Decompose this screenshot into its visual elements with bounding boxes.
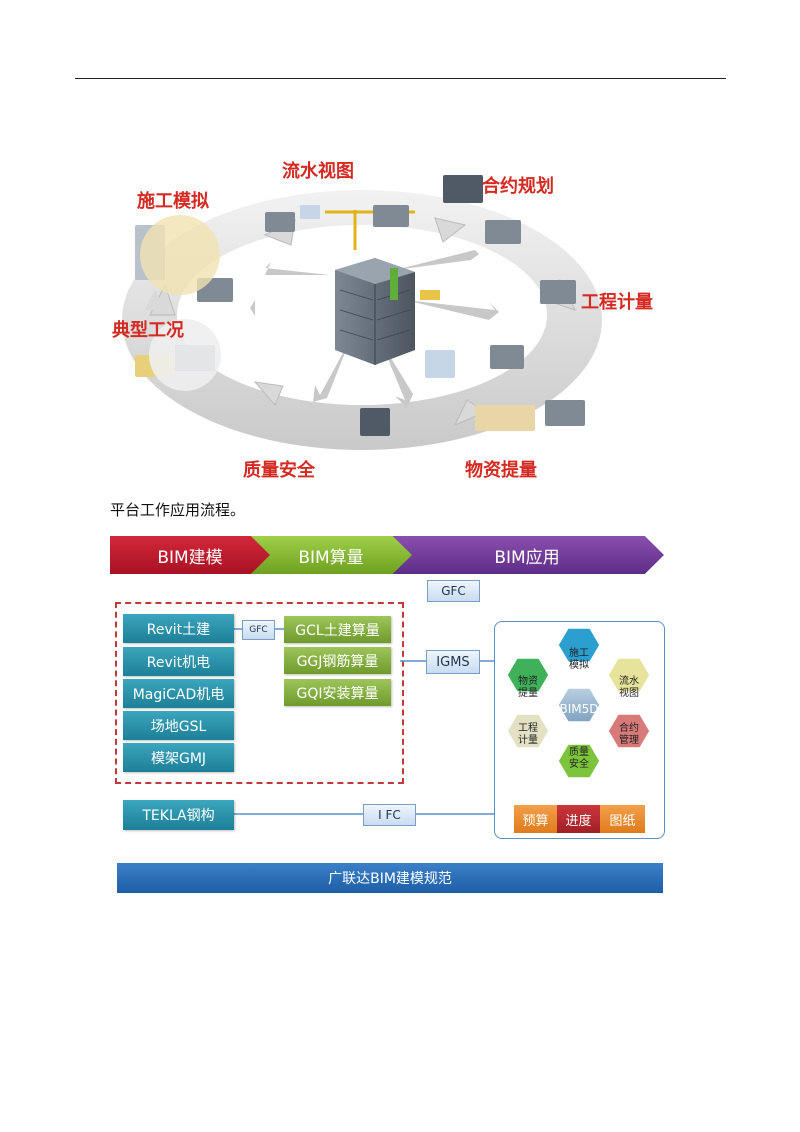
tool-ggj: GGJ钢筋算量	[284, 647, 391, 674]
label-flow-view: 流水视图	[282, 161, 354, 182]
gfc-top-tag: GFC	[427, 580, 480, 602]
hex-label-material-1: 物资	[518, 674, 538, 687]
label-construction-sim: 施工模拟	[137, 191, 209, 212]
tool-tekla: TEKLA钢构	[123, 800, 234, 830]
hex-label-contract-2: 管理	[619, 733, 639, 746]
stage-bim-quantity: BIM算量	[250, 536, 412, 574]
typical-bubble	[149, 319, 221, 391]
label-material-report: 物资提量	[465, 460, 537, 481]
up-arrow	[145, 290, 165, 310]
tool-revit-civil: Revit土建	[123, 614, 234, 643]
hex-label-flow-2: 视图	[619, 686, 639, 699]
tool-site-gsl: 场地GSL	[123, 711, 234, 740]
ifc-tag: I FC	[363, 804, 416, 826]
hex-contract-mgmt	[607, 713, 651, 749]
hex-label-sim-1: 施工	[569, 646, 589, 659]
hex-label-sim-2: 模拟	[569, 658, 589, 671]
hex-flow-view	[607, 657, 651, 693]
tool-gcl: GCL土建算量	[284, 616, 391, 643]
hex-label-center: BIM5D	[560, 702, 599, 716]
tool-revit-mep: Revit机电	[123, 647, 234, 676]
hex-label-quality-2: 安全	[569, 757, 589, 770]
gfc-small-tag: GFC	[242, 620, 275, 640]
stage-bim-application: BIM应用	[390, 536, 664, 574]
budget-button: 预算	[514, 805, 557, 833]
caption: 平台工作应用流程。	[110, 501, 246, 519]
hex-center	[557, 687, 601, 723]
header-rule	[75, 78, 726, 79]
label-contract-plan: 合约规划	[482, 176, 554, 197]
label-engineering-measure: 工程计量	[581, 292, 653, 313]
hex-quality-safety	[557, 743, 601, 779]
hex-construction-sim	[557, 627, 601, 663]
drawings-button: 图纸	[600, 805, 645, 833]
tool-formwork-gmj: 模架GMJ	[123, 743, 234, 772]
sim-bubble	[140, 215, 220, 295]
schedule-button: 进度	[557, 805, 600, 833]
label-typical-condition: 典型工况	[112, 320, 184, 341]
igms-tag: IGMS	[426, 650, 480, 674]
hex-label-flow-1: 流水	[619, 674, 639, 687]
modeling-dashed-box	[115, 602, 404, 784]
hex-engineering-measure	[506, 713, 550, 749]
label-quality-safety: 质量安全	[243, 460, 315, 481]
hex-label-quality-1: 质量	[569, 746, 589, 758]
tool-gqi: GQI安装算量	[284, 679, 391, 706]
hex-material-report	[506, 657, 550, 693]
tool-magicad-mep: MagiCAD机电	[123, 679, 234, 708]
hex-label-measure-2: 计量	[518, 733, 538, 746]
bim5d-hexagons: 施工 模拟 流水 视图 物资 提量 BIM5D 合约 管理 工程 计量 质量 安…	[506, 627, 651, 779]
hex-label-contract-1: 合约	[619, 721, 639, 734]
stage-bim-modeling: BIM建模	[110, 536, 270, 574]
standard-bar: 广联达BIM建模规范	[117, 863, 663, 893]
bim-cycle-illustration	[122, 175, 602, 450]
hex-label-measure-1: 工程	[518, 722, 538, 734]
hex-label-material-2: 提量	[518, 687, 538, 699]
